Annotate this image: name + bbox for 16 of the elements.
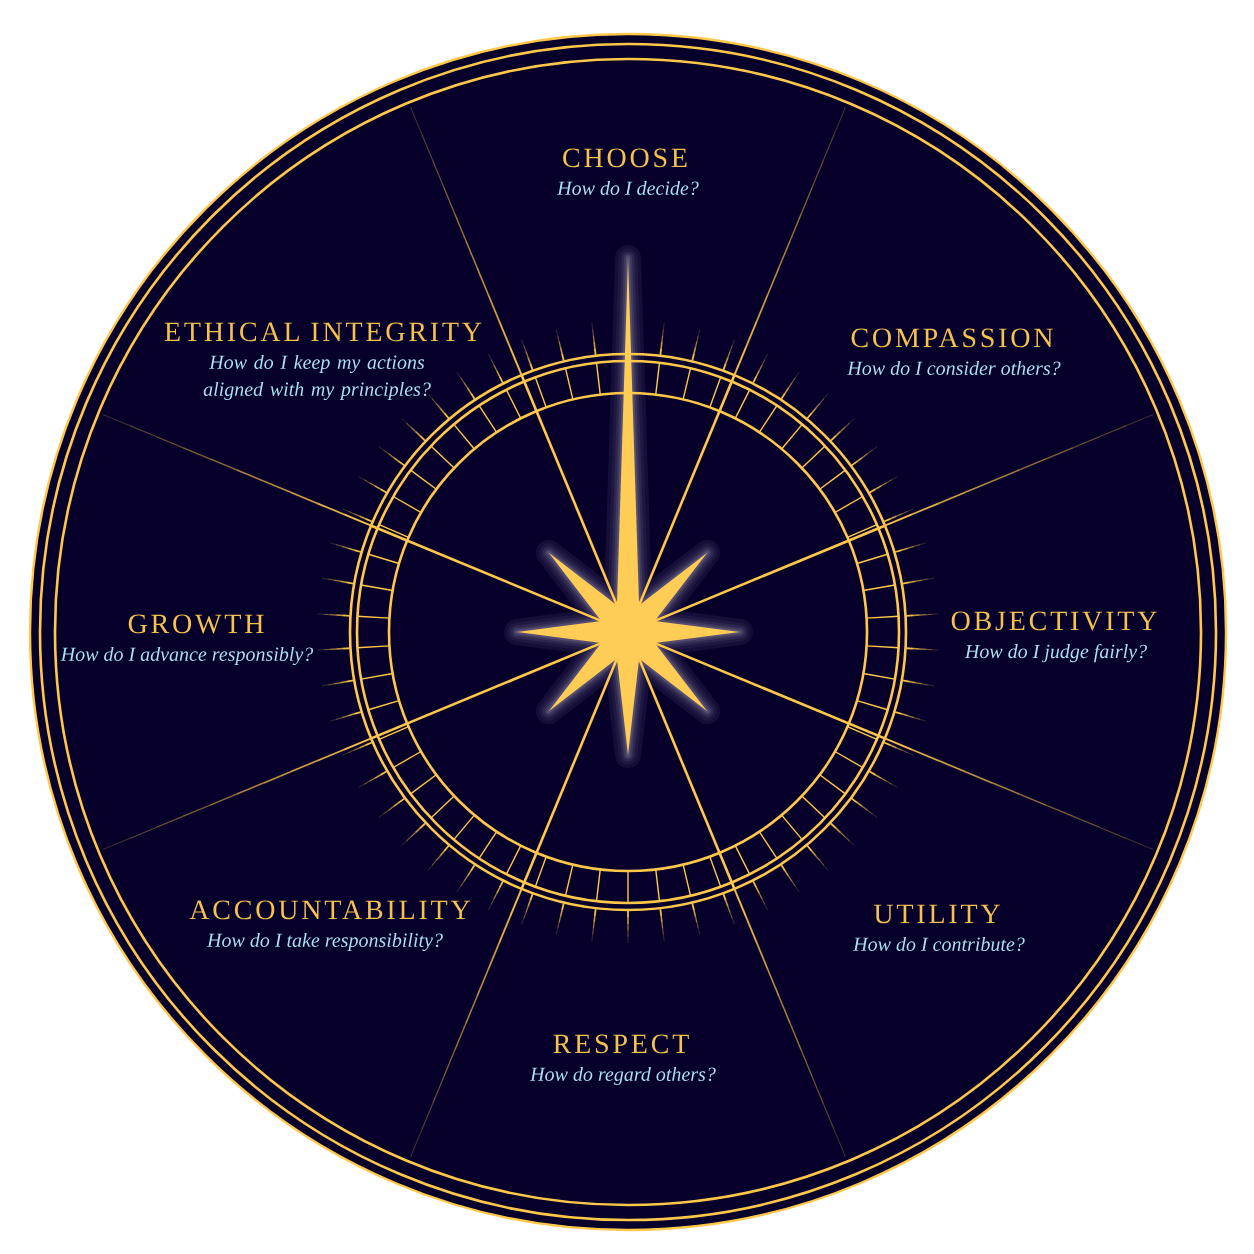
value-heading: GROWTH bbox=[128, 614, 264, 634]
question-text: How do I advance responsibly? bbox=[60, 646, 314, 666]
question-text: How do I take responsibility? bbox=[206, 932, 443, 952]
question-text: How do I keep my actions aligned with my principles? bbox=[203, 354, 431, 401]
value-heading: RESPECT bbox=[553, 1034, 689, 1054]
value-heading: UTILITY bbox=[874, 904, 1000, 924]
value-heading: CHOOSE bbox=[563, 148, 687, 168]
question-text: How do I consider others? bbox=[847, 360, 1061, 376]
question-text: How do I contribute? bbox=[852, 936, 1025, 952]
question-text: How do regard others? bbox=[529, 1066, 716, 1086]
question-text: How do I judge fairly? bbox=[964, 643, 1147, 663]
value-heading: ACCOUNTABILITY bbox=[189, 900, 470, 920]
value-heading: OBJECTIVITY bbox=[951, 611, 1157, 631]
value-heading: ETHICAL INTEGRITY bbox=[164, 322, 482, 342]
question-text: How do I decide? bbox=[556, 180, 699, 196]
value-heading: COMPASSION bbox=[851, 328, 1053, 348]
